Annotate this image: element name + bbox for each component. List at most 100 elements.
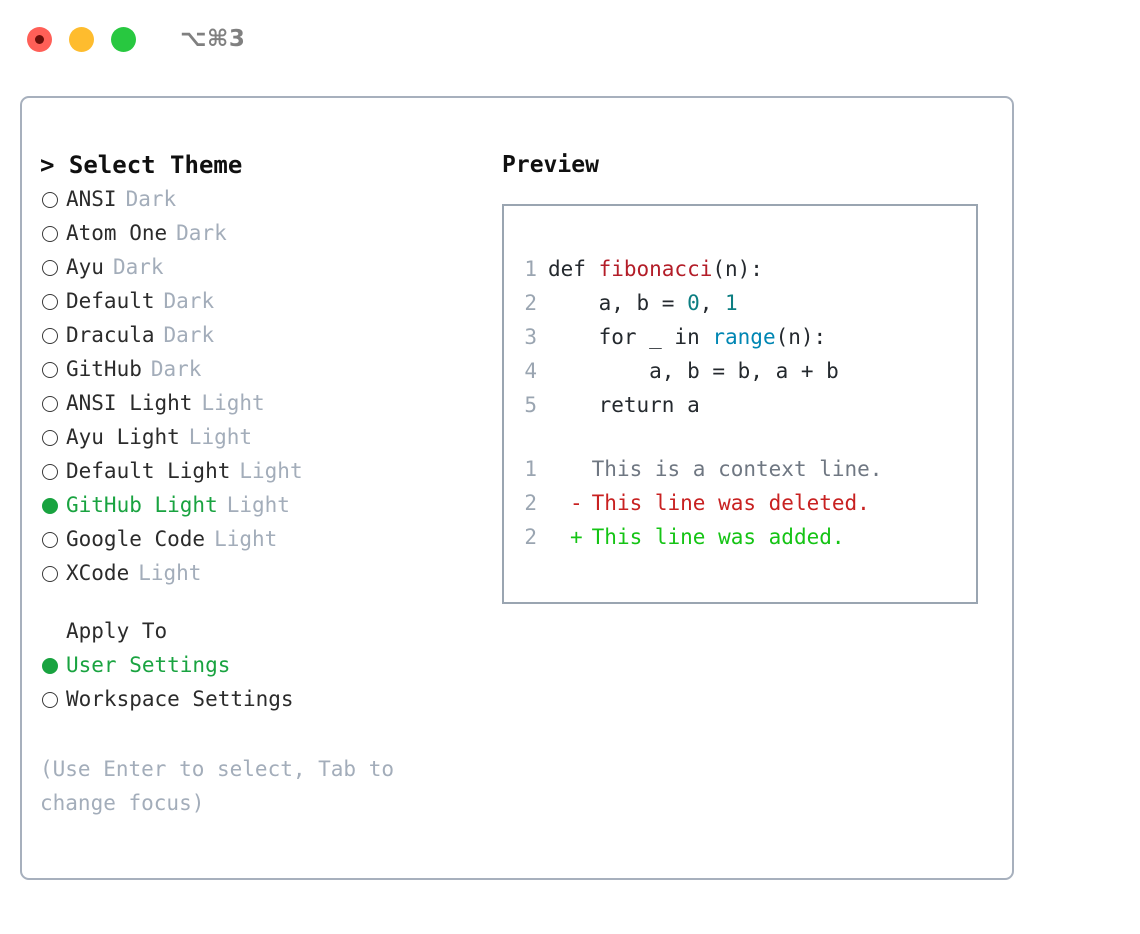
theme-option-label: GitHub Light bbox=[66, 493, 218, 517]
close-button-icon[interactable] bbox=[27, 26, 52, 52]
diff-line-number: 2 bbox=[524, 525, 537, 549]
radio-unselected-icon bbox=[40, 318, 66, 352]
code-token: for _ in bbox=[548, 325, 713, 349]
theme-option-variant-tag: Light bbox=[201, 391, 265, 415]
code-line-content: return a bbox=[548, 388, 700, 422]
theme-option[interactable]: GitHub Light Light bbox=[40, 488, 470, 522]
code-token: a, b = bbox=[548, 291, 688, 315]
theme-option[interactable]: GitHub Dark bbox=[40, 352, 470, 386]
radio-selected-icon bbox=[40, 488, 66, 522]
radio-unselected-icon bbox=[40, 386, 66, 420]
code-line: 4 a, b = b, a + b bbox=[504, 354, 976, 388]
radio-unselected-icon bbox=[40, 284, 66, 318]
code-token: def bbox=[548, 257, 599, 281]
diff-line-number: 1 bbox=[524, 457, 537, 481]
theme-option[interactable]: Ayu Dark bbox=[40, 250, 470, 284]
theme-option[interactable]: XCode Light bbox=[40, 556, 470, 590]
theme-option-label: XCode bbox=[66, 561, 130, 585]
code-token: 1 bbox=[725, 291, 738, 315]
diff-marker: + bbox=[570, 525, 583, 549]
radio-unselected-icon bbox=[40, 182, 66, 216]
apply-to-option-label: Workspace Settings bbox=[66, 687, 294, 711]
apply-to-option[interactable]: User Settings bbox=[40, 648, 470, 682]
theme-option-variant-tag: Light bbox=[214, 527, 278, 551]
code-diff-spacer bbox=[504, 422, 976, 452]
theme-option-label: Atom One bbox=[66, 221, 168, 245]
code-line: 5 return a bbox=[504, 388, 976, 422]
theme-option-label: GitHub bbox=[66, 357, 142, 381]
theme-option[interactable]: Atom One Dark bbox=[40, 216, 470, 250]
code-token: 0 bbox=[687, 291, 700, 315]
radio-unselected-icon bbox=[40, 556, 66, 590]
code-line-number: 1 bbox=[524, 257, 537, 281]
minimize-button-icon[interactable] bbox=[69, 26, 94, 52]
radio-unselected-icon bbox=[40, 420, 66, 454]
theme-option-variant-tag: Light bbox=[138, 561, 202, 585]
code-line-content: a, b = 0, 1 bbox=[548, 286, 738, 320]
theme-option-variant-tag: Dark bbox=[163, 289, 215, 313]
code-token: a, b = b, a + b bbox=[548, 359, 839, 383]
diff-line-text: This is a context line. bbox=[591, 457, 883, 481]
diff-marker: - bbox=[570, 491, 583, 515]
radio-unselected-icon bbox=[40, 250, 66, 284]
radio-unselected-icon bbox=[40, 216, 66, 250]
code-token: range bbox=[712, 325, 776, 349]
theme-option-variant-tag: Dark bbox=[125, 187, 177, 211]
zoom-button-icon[interactable] bbox=[111, 26, 136, 52]
window-titlebar: ⌥⌘3 bbox=[0, 0, 1140, 78]
code-token: , bbox=[699, 291, 726, 315]
theme-option-label: Dracula bbox=[66, 323, 155, 347]
diff-line-text: This line was deleted. bbox=[591, 491, 870, 515]
code-token: (n): bbox=[775, 325, 827, 349]
code-line-number: 2 bbox=[524, 291, 537, 315]
theme-option-variant-tag: Light bbox=[188, 425, 253, 449]
theme-option-label: Default bbox=[66, 289, 155, 313]
radio-unselected-icon bbox=[40, 682, 66, 716]
theme-list-header: > Select Theme bbox=[40, 151, 243, 179]
preview-title: Preview bbox=[502, 152, 599, 178]
theme-option-label: Ayu bbox=[66, 255, 104, 279]
code-line: 1 def fibonacci(n): bbox=[504, 252, 976, 286]
theme-option[interactable]: Default Light Light bbox=[40, 454, 470, 488]
radio-unselected-icon bbox=[40, 454, 66, 488]
theme-option[interactable]: ANSI Light Light bbox=[40, 386, 470, 420]
section-spacer bbox=[40, 590, 470, 614]
theme-option-label: ANSI Light bbox=[66, 391, 193, 415]
theme-option-label: Default Light bbox=[66, 459, 231, 483]
apply-to-option[interactable]: Workspace Settings bbox=[40, 682, 470, 716]
theme-option-variant-tag: Light bbox=[226, 493, 290, 517]
code-line: 3 for _ in range(n): bbox=[504, 320, 976, 354]
radio-unselected-icon bbox=[40, 522, 66, 556]
code-line-content: a, b = b, a + b bbox=[548, 354, 839, 388]
diff-line-text: This line was added. bbox=[591, 525, 845, 549]
diff-sample: 1 This is a context line.2-This line was… bbox=[504, 452, 976, 554]
code-line-number: 5 bbox=[524, 393, 537, 417]
theme-option-variant-tag: Dark bbox=[150, 357, 202, 381]
apply-to-option-label: User Settings bbox=[66, 653, 231, 677]
traffic-lights bbox=[27, 26, 136, 52]
theme-option[interactable]: Google Code Light bbox=[40, 522, 470, 556]
code-token: return a bbox=[548, 393, 700, 417]
diff-line: 2-This line was deleted. bbox=[504, 486, 976, 520]
theme-option-variant-tag: Dark bbox=[176, 221, 227, 245]
code-line-content: for _ in range(n): bbox=[548, 320, 827, 354]
theme-option-label: Google Code bbox=[66, 527, 206, 551]
code-token: fibonacci bbox=[598, 257, 713, 281]
theme-option-variant-tag: Light bbox=[239, 459, 303, 483]
radio-unselected-icon bbox=[40, 352, 66, 386]
theme-option[interactable]: Default Dark bbox=[40, 284, 470, 318]
code-line-content: def fibonacci(n): bbox=[548, 252, 763, 286]
diff-line: 1 This is a context line. bbox=[504, 452, 976, 486]
code-line-number: 4 bbox=[524, 359, 537, 383]
theme-option-variant-tag: Dark bbox=[112, 255, 164, 279]
